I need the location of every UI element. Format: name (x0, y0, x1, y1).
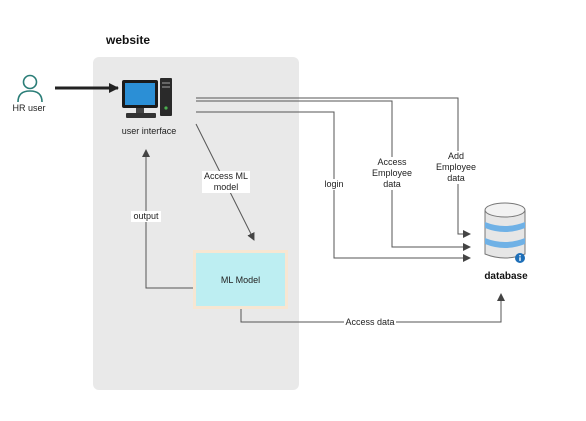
edge-label-access-employee: Access Employee data (370, 157, 414, 190)
actor-label: HR user (12, 103, 46, 113)
ml-model-node: ML Model (196, 253, 285, 306)
edge-label-add-employee: Add Employee data (434, 151, 478, 184)
edge-output (142, 149, 196, 289)
database-label: database (484, 271, 528, 282)
ml-model-label: ML Model (220, 274, 261, 285)
edge-label-access-data: Access data (344, 317, 396, 328)
edge-add-employee (196, 97, 471, 238)
ui-label: user interface (121, 126, 177, 136)
computer-icon (122, 78, 172, 118)
website-title: website (106, 33, 151, 47)
edge-label-access-ml-model: Access ML model (202, 171, 250, 193)
edge-label-output: output (131, 211, 161, 222)
user-icon (17, 74, 43, 103)
database-icon (484, 202, 526, 263)
edge-label-login: login (322, 179, 346, 190)
